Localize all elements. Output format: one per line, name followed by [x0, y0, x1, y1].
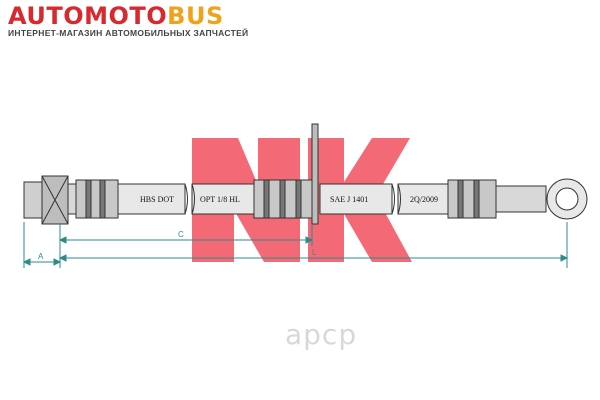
left-fitting: [23, 175, 119, 225]
dim-label-a: A: [38, 252, 44, 261]
hose-label-4: 2Q/2009: [410, 195, 438, 204]
dim-label-c: C: [178, 230, 184, 239]
brand-name-part2: BUS: [167, 2, 224, 30]
watermark-text: apcp: [285, 318, 358, 351]
dimension-lines: [22, 222, 569, 268]
brand-name-part1: AUTOMOTO: [8, 2, 168, 30]
site-header: AUTOMOTOBUS ИНТЕРНЕТ-МАГАЗИН АВТОМОБИЛЬН…: [0, 0, 600, 42]
brand-logo[interactable]: AUTOMOTOBUS: [8, 2, 224, 30]
hose-label-1: HBS DOT: [140, 195, 174, 204]
right-fitting: [447, 178, 588, 220]
hose-label-2: OPT 1/8 HL: [200, 195, 240, 204]
middle-crimp: [253, 123, 319, 225]
hose-body: [114, 183, 449, 215]
brand-tagline: ИНТЕРНЕТ-МАГАЗИН АВТОМОБИЛЬНЫХ ЗАПЧАСТЕЙ: [8, 28, 249, 38]
hose-label-3: SAE J 1401: [330, 195, 368, 204]
dim-label-l: L: [312, 248, 317, 257]
